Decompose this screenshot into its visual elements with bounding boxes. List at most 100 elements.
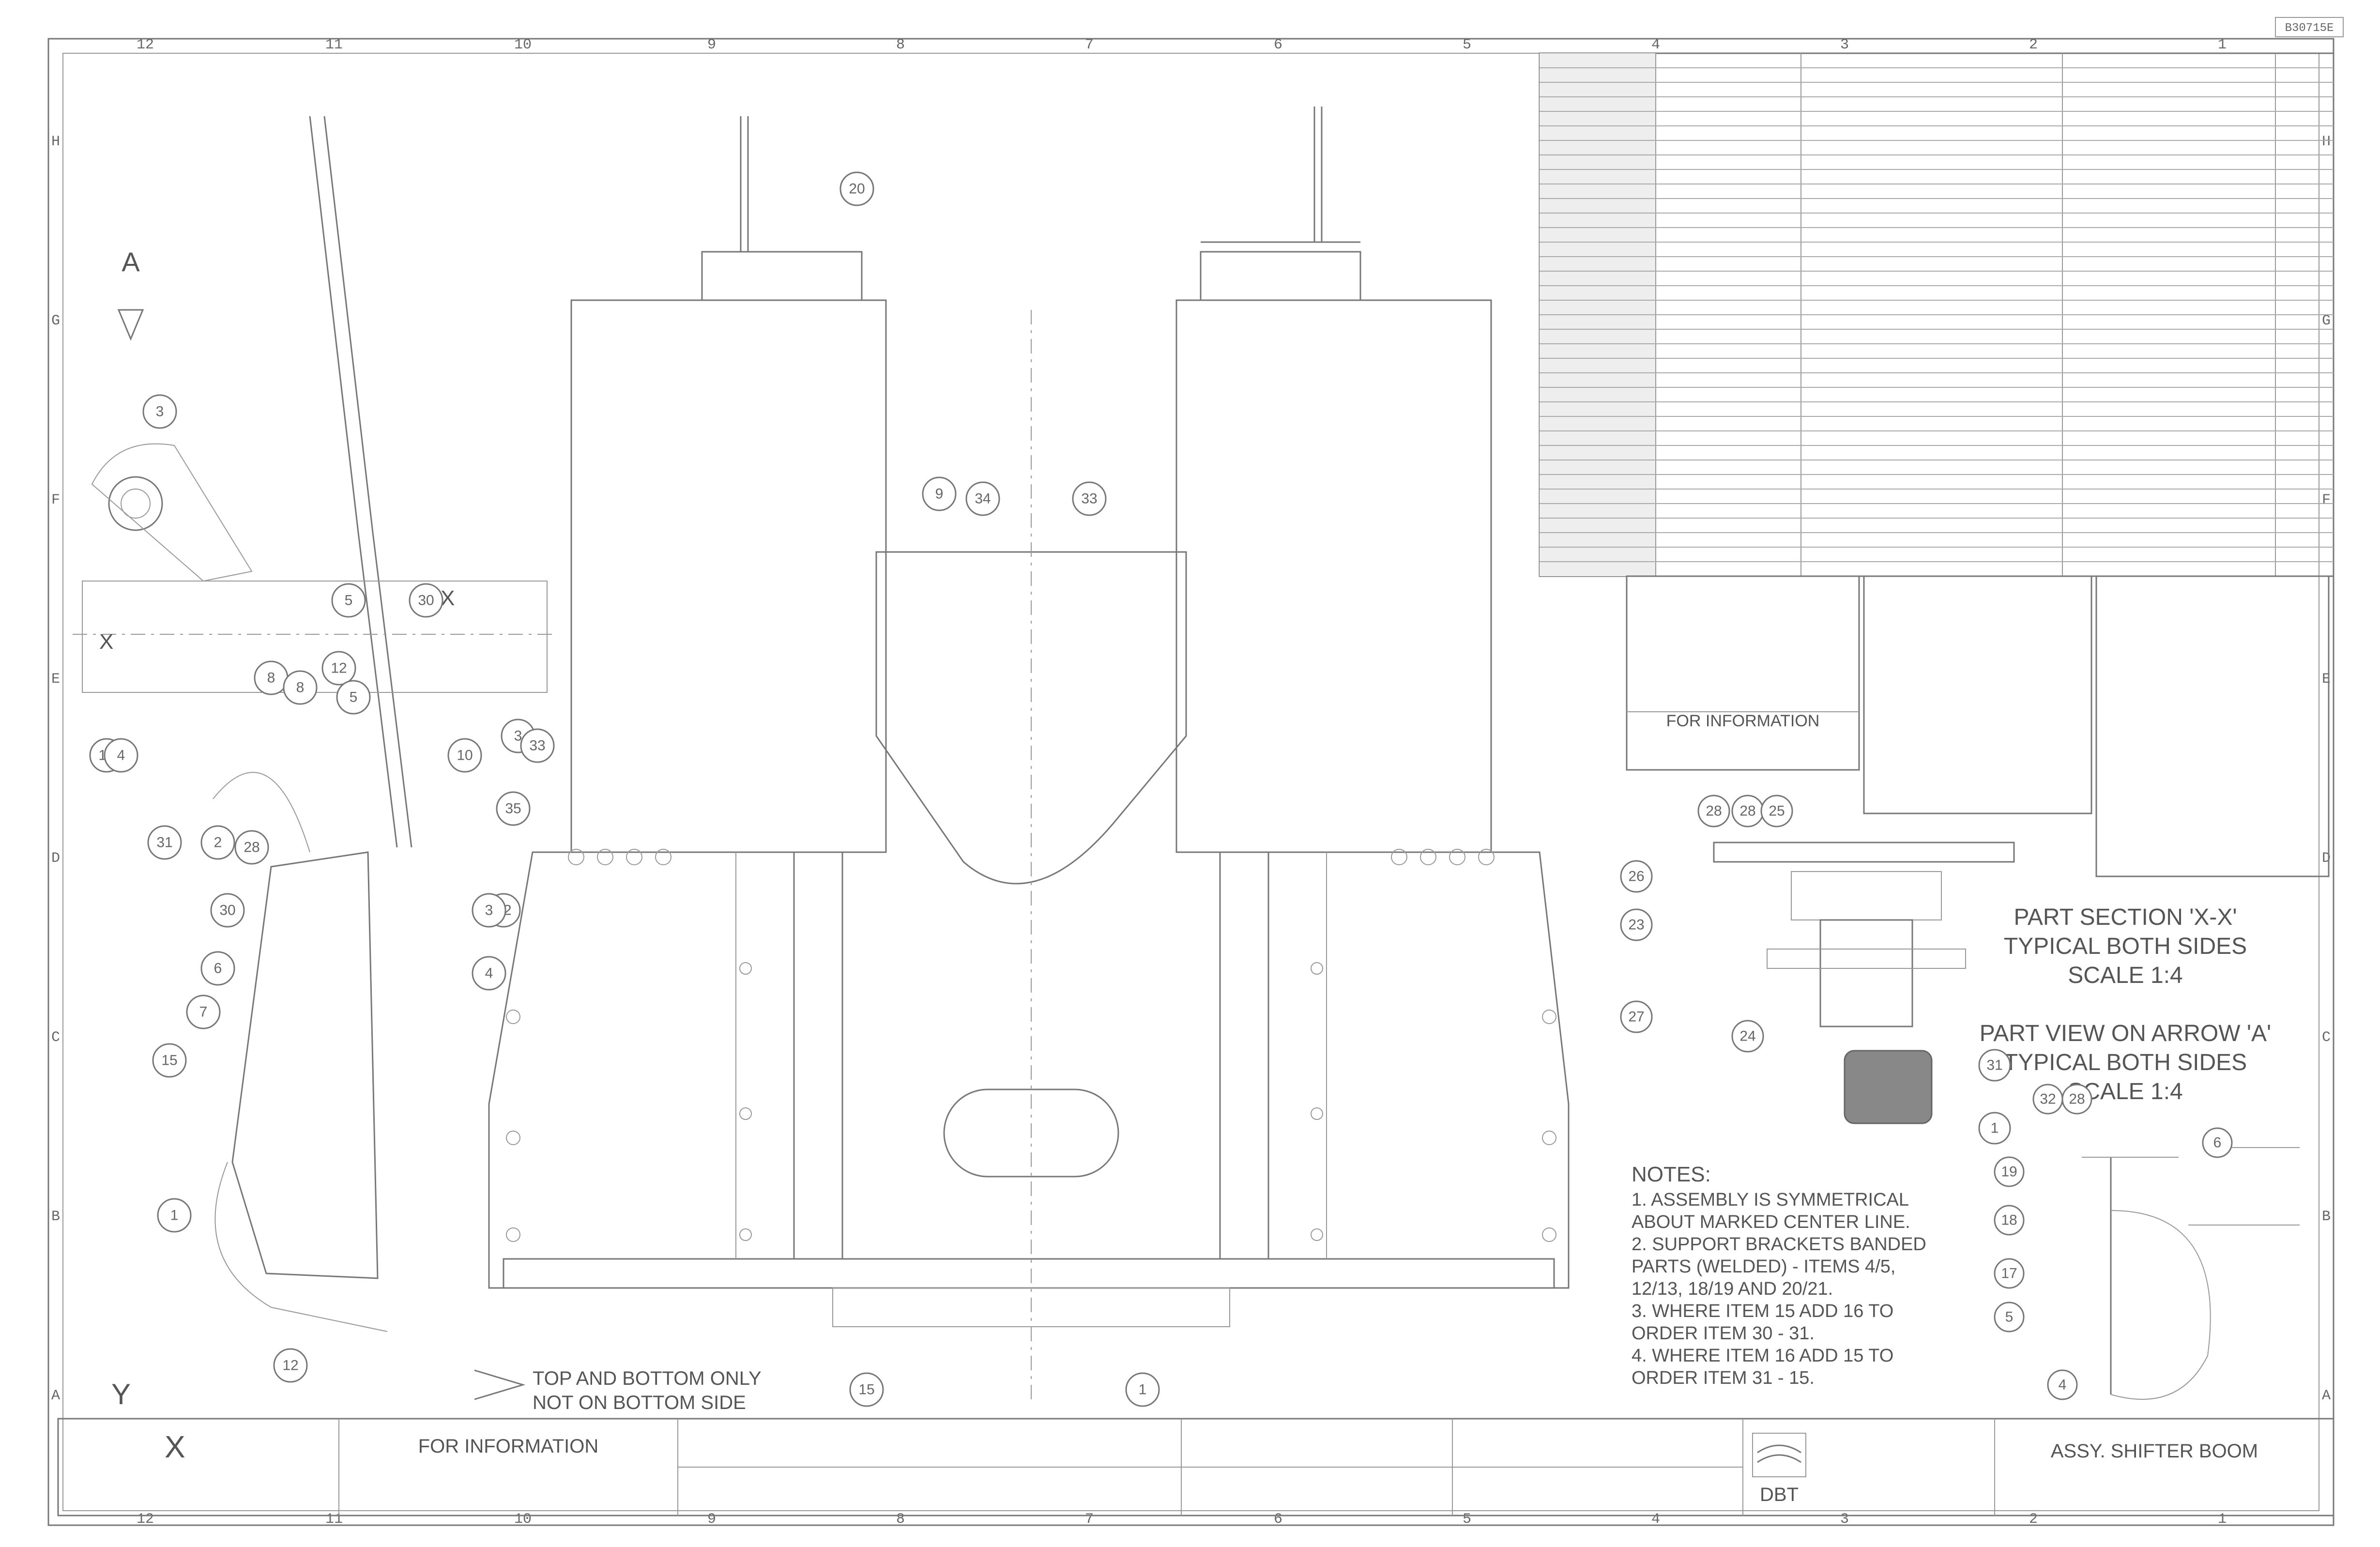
detail-balloon: 31 — [1978, 1049, 2011, 1082]
column-marker: 12 — [137, 1511, 154, 1528]
item-balloon: 12 — [273, 1348, 308, 1383]
arrow-view-detail — [2082, 1147, 2300, 1400]
company-logo-icon — [1752, 1433, 1806, 1477]
svg-text:28: 28 — [1706, 803, 1722, 819]
svg-text:28: 28 — [1739, 803, 1755, 819]
notes-heading: NOTES: — [1632, 1163, 1711, 1186]
detail-balloon: 25 — [1760, 795, 1793, 827]
right-cylinder-cap — [1200, 251, 1361, 301]
row-marker: A — [51, 1388, 60, 1404]
svg-text:31: 31 — [1986, 1057, 2002, 1073]
callout-line-2: NOT ON BOTTOM SIDE — [533, 1392, 746, 1413]
arrow-a-label: A — [122, 246, 140, 277]
column-marker: 11 — [325, 1511, 343, 1528]
callout-line-1: TOP AND BOTTOM ONLY — [533, 1368, 762, 1389]
row-marker: C — [51, 1029, 60, 1046]
item-balloon: 3 — [142, 394, 177, 429]
column-marker: 9 — [707, 1511, 716, 1528]
svg-text:15: 15 — [161, 1053, 177, 1069]
column-marker: 12 — [137, 37, 154, 53]
bill-of-materials — [1539, 52, 2334, 577]
svg-text:34: 34 — [975, 491, 991, 507]
sheet-border — [47, 38, 2334, 1526]
arrow-view-balloon: 6 — [2202, 1127, 2233, 1158]
part-view-line-2: TYPICAL BOTH SIDES — [2004, 1050, 2247, 1075]
part-view-line-1: PART VIEW ON ARROW 'A' — [1980, 1021, 2271, 1046]
top-bottom-callout: TOP AND BOTTOM ONLY NOT ON BOTTOM SIDE — [474, 1368, 762, 1413]
item-balloon: 35 — [496, 791, 531, 826]
tolerance-box — [2095, 575, 2330, 877]
item-balloon: 10 — [447, 738, 482, 773]
base-bar — [503, 1258, 1555, 1289]
section-envelope — [82, 581, 548, 693]
note-line: ABOUT MARKED CENTER LINE. — [1632, 1212, 1910, 1232]
column-marker: 3 — [1840, 1511, 1849, 1528]
item-balloon: 33 — [520, 728, 555, 763]
detail-balloon: 24 — [1731, 1020, 1764, 1053]
item-balloon: 7 — [186, 995, 221, 1029]
item-balloon: 8 — [283, 670, 318, 705]
svg-text:26: 26 — [1628, 869, 1644, 885]
arrow-a-icon — [117, 309, 144, 341]
note-line: ORDER ITEM 30 - 31. — [1632, 1323, 1815, 1344]
item-balloon: 4 — [104, 738, 138, 773]
svg-text:3: 3 — [514, 728, 522, 744]
column-marker: 8 — [896, 37, 905, 53]
item-balloon: 30 — [409, 583, 443, 618]
item-balloon: 12 — [321, 651, 356, 686]
svg-text:15: 15 — [858, 1382, 874, 1398]
svg-text:3: 3 — [156, 404, 164, 420]
welding-box: FOR INFORMATION — [1626, 575, 1860, 771]
part-view-caption: PART VIEW ON ARROW 'A' TYPICAL BOTH SIDE… — [1980, 1021, 2271, 1104]
detail-balloon: 23 — [1620, 908, 1653, 941]
svg-text:30: 30 — [219, 903, 235, 919]
drawing-title: ASSY. SHIFTER BOOM — [2051, 1440, 2258, 1462]
inner-border — [62, 53, 2319, 1511]
item-balloon: 8 — [254, 660, 289, 695]
row-marker: G — [51, 313, 60, 329]
item-balloon: 4 — [472, 956, 506, 991]
svg-text:7: 7 — [199, 1004, 208, 1020]
note-line: 4. WHERE ITEM 16 ADD 15 TO — [1632, 1346, 1893, 1366]
svg-text:6: 6 — [2213, 1135, 2222, 1151]
row-marker: G — [2322, 313, 2331, 329]
svg-text:1: 1 — [1991, 1120, 1999, 1136]
boom-arm — [309, 116, 398, 848]
side-bracket — [231, 851, 379, 1279]
svg-text:28: 28 — [244, 840, 259, 856]
svg-text:19: 19 — [2001, 1164, 2017, 1180]
welding-box-text: FOR INFORMATION — [1666, 712, 1820, 730]
column-marker: 2 — [2029, 37, 2038, 53]
svg-text:1: 1 — [1139, 1382, 1147, 1398]
part-section-caption: PART SECTION 'X-X' TYPICAL BOTH SIDES SC… — [2004, 904, 2247, 988]
column-marker: 10 — [514, 1511, 532, 1528]
column-marker: 4 — [1651, 37, 1660, 53]
svg-text:9: 9 — [935, 486, 944, 502]
column-marker: 5 — [1463, 37, 1471, 53]
note-line: PARTS (WELDED) - ITEMS 4/5, — [1632, 1256, 1895, 1277]
column-marker: 7 — [1085, 37, 1094, 53]
svg-text:1: 1 — [170, 1208, 179, 1224]
item-balloon: 15 — [152, 1043, 187, 1078]
item-balloon: 1 — [157, 1198, 192, 1233]
left-cylinder-cap — [701, 251, 863, 301]
pivot-eye — [108, 476, 163, 531]
item-balloon: 30 — [210, 893, 245, 928]
column-marker: 10 — [514, 37, 532, 53]
svg-text:10: 10 — [457, 748, 473, 764]
item-balloon: 31 — [147, 825, 182, 860]
surface-finish-box — [1863, 575, 2092, 814]
section-x-x-detail — [1713, 842, 2015, 1124]
item-balloon: 2 — [200, 825, 235, 860]
note-line: 3. WHERE ITEM 15 ADD 16 TO — [1632, 1301, 1893, 1321]
svg-text:5: 5 — [2005, 1309, 2014, 1325]
part-section-line-3: SCALE 1:4 — [2068, 963, 2182, 988]
part-section-line-2: TYPICAL BOTH SIDES — [2004, 934, 2247, 959]
fastener-row — [506, 849, 1556, 1242]
item-balloon: 33 — [1072, 481, 1107, 516]
detail-block — [1844, 1050, 1933, 1124]
column-marker: 8 — [896, 1511, 905, 1528]
detail-balloon: 26 — [1620, 860, 1653, 893]
arrow-view-balloon: 19 — [1994, 1156, 2025, 1187]
